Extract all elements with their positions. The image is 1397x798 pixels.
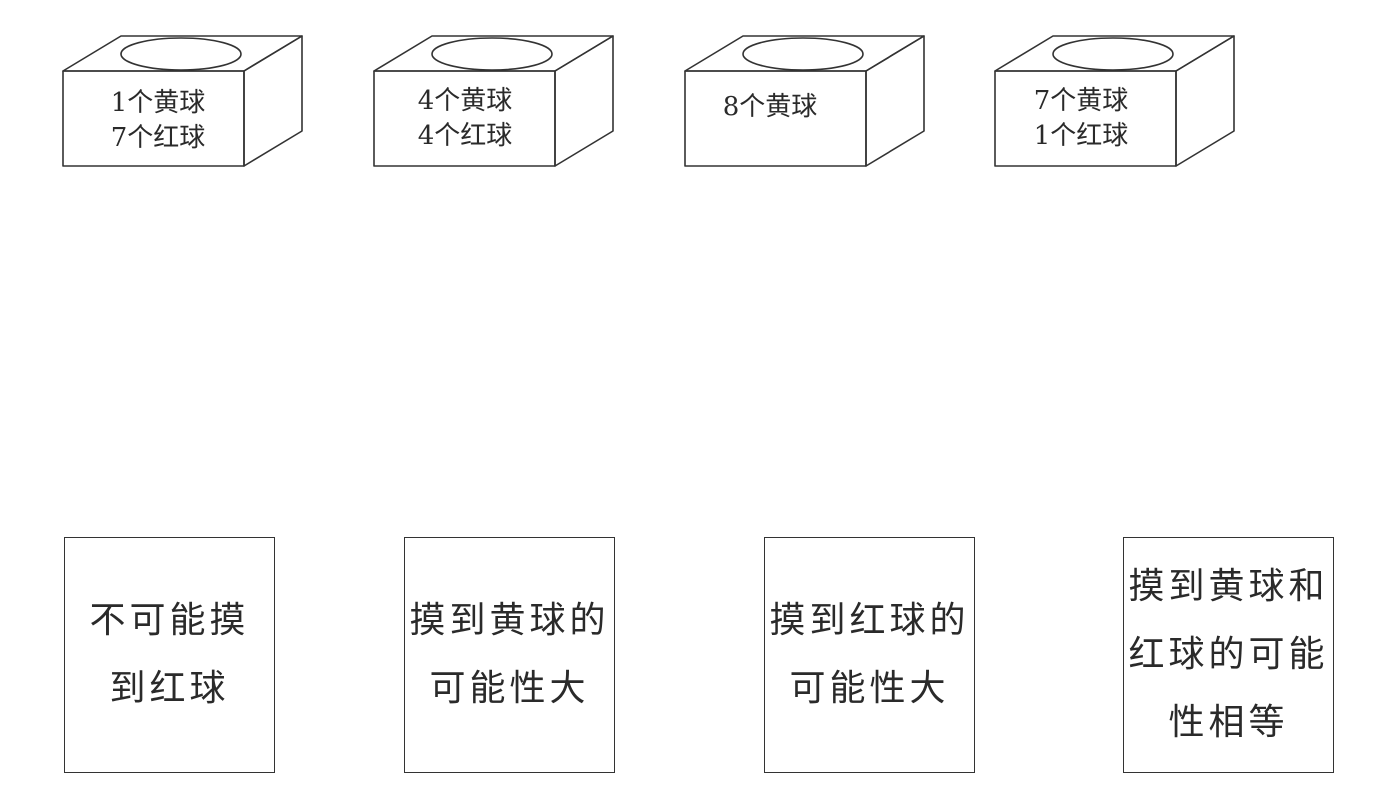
card-1-line-2: 到红球 [109,668,230,709]
box-2-opening [431,37,553,71]
box-3-line-1: 8个黄球 [723,92,818,122]
box-1-opening [120,37,242,71]
box-2-line-2: 4个红球 [418,121,513,151]
box-3-top-face [684,35,925,72]
card-1-line-1: 不可能摸 [89,600,250,641]
box-2-line-1: 4个黄球 [418,86,513,116]
box-3-opening [742,37,864,71]
box-1-line-1: 1个黄球 [111,88,206,118]
card-2-line-2: 可能性大 [429,668,590,709]
box-1-top-face [62,35,303,72]
box-3-side-face [865,35,925,167]
box-1-line-2: 7个红球 [111,123,206,153]
box-2-side-face [554,35,614,167]
card-4-line-2: 红球的可能 [1128,634,1329,675]
card-2-line-1: 摸到黄球的 [409,600,610,641]
box-4-line-2: 1个红球 [1034,121,1129,151]
card-4-line-1: 摸到黄球和 [1128,566,1329,607]
card-3-line-1: 摸到红球的 [769,600,970,641]
box-2: 4个黄球 4个红球 [373,35,614,167]
card-2: 摸到黄球的 可能性大 [404,537,615,773]
box-2-top-face [373,35,614,72]
card-4-line-3: 性相等 [1168,702,1289,743]
card-3: 摸到红球的 可能性大 [764,537,975,773]
box-1: 1个黄球 7个红球 [62,35,303,167]
card-3-line-2: 可能性大 [789,668,950,709]
box-4-line-1: 7个黄球 [1034,86,1129,116]
box-4: 7个黄球 1个红球 [994,35,1235,167]
box-4-side-face [1175,35,1235,167]
card-1: 不可能摸 到红球 [64,537,275,773]
box-4-opening [1052,37,1174,71]
card-4: 摸到黄球和 红球的可能 性相等 [1123,537,1334,773]
box-4-top-face [994,35,1235,72]
box-3: 8个黄球 [684,35,925,167]
box-1-side-face [243,35,303,167]
